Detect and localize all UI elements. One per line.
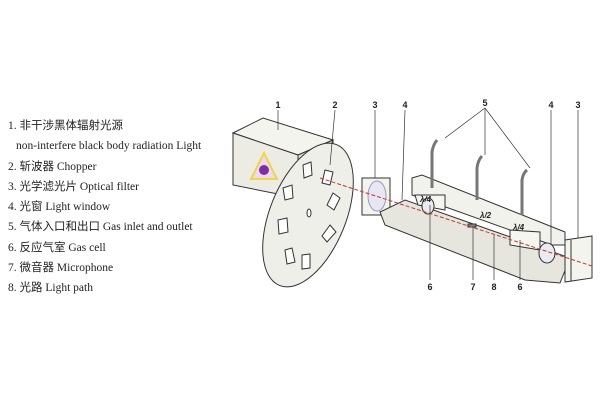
legend-item-1: 1. 非干涉黑体辐射光源 (8, 120, 123, 132)
hazard-icon (249, 150, 279, 180)
legend-item-3: 3. 光学滤光片 Optical filter (8, 180, 139, 193)
leader-lines (277, 107, 579, 280)
label-3-right: 3 (575, 100, 580, 110)
chopper-wheel (262, 142, 354, 288)
wavelength-label-quarter-right: λ/4 (512, 223, 525, 232)
label-4-left: 4 (402, 100, 407, 110)
wavelength-label-quarter-left: λ/4 (419, 195, 432, 204)
component-legend: 1. 非干涉黑体辐射光源 non-interfere black body ra… (8, 116, 201, 299)
label-4-right: 4 (548, 100, 553, 110)
legend-item-4: 4. 光窗 Light window (8, 201, 111, 214)
gas-cell (379, 174, 571, 284)
optical-filter-right (564, 235, 593, 283)
label-1: 1 (275, 100, 280, 110)
label-6-left: 6 (427, 282, 432, 292)
label-5: 5 (482, 98, 487, 108)
label-2: 2 (332, 100, 337, 110)
label-3-left: 3 (372, 100, 377, 110)
label-6-right: 6 (517, 282, 522, 292)
legend-item-6: 6. 反应气室 Gas cell (8, 241, 106, 254)
legend-item-2: 2. 斩波器 Chopper (8, 160, 97, 173)
legend-item-5: 5. 气体入口和出口 Gas inlet and outlet (8, 221, 193, 234)
legend-item-7: 7. 微音器 Microphone (8, 262, 114, 275)
label-7: 7 (470, 282, 475, 292)
gas-inlet-outlet-tubes (430, 139, 528, 215)
legend-item-8: 8. 光路 Light path (8, 282, 93, 295)
label-8: 8 (491, 282, 496, 292)
legend-item-1-english: non-interfere black body radiation Light (16, 140, 202, 153)
wavelength-label-half: λ/2 (479, 211, 492, 220)
optical-filter-left (361, 177, 391, 216)
